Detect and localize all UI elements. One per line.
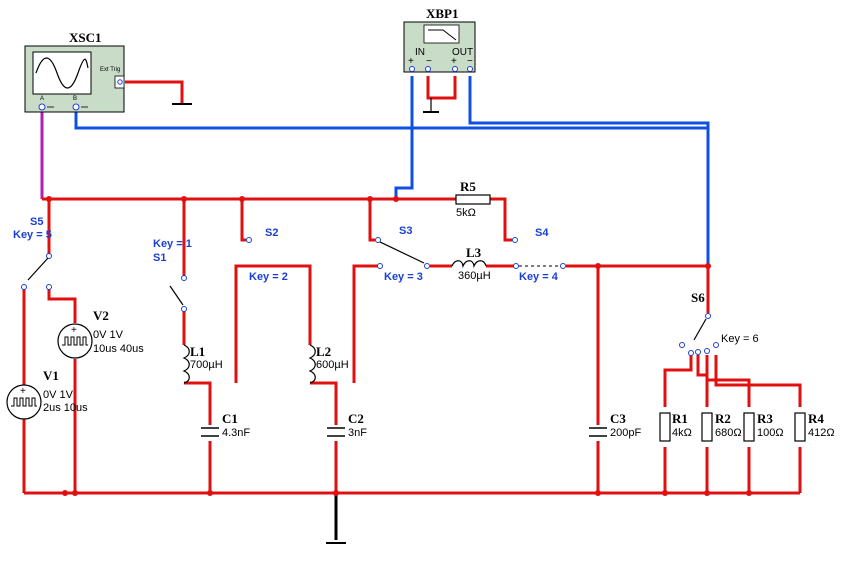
- l2-name: L2: [316, 344, 331, 359]
- circuit-wires: [22, 76, 802, 495]
- c2-name: C2: [348, 411, 364, 426]
- c1-name: C1: [222, 411, 238, 426]
- ext-trig-terminal[interactable]: [117, 79, 123, 85]
- v2-timing: 10us 40us: [93, 343, 144, 355]
- lowpass-curve-icon: [428, 29, 457, 41]
- svg-text:−: −: [467, 56, 473, 67]
- s5-key: Key = 5: [13, 229, 52, 241]
- inductor-l3[interactable]: L3 360µH: [451, 245, 491, 282]
- s4-name: S4: [535, 227, 549, 239]
- l3-value: 360µH: [458, 270, 491, 282]
- r4-name: R4: [808, 411, 824, 426]
- pulse-icon: [62, 336, 88, 346]
- svg-text:+: +: [20, 386, 26, 397]
- inductor-l2[interactable]: L2 600µH: [308, 344, 349, 384]
- capacitor-c3[interactable]: C3 200pF: [589, 411, 641, 439]
- switch-s6[interactable]: S6 Key = 6: [679, 290, 759, 356]
- r2-name: R2: [715, 411, 731, 426]
- resistor-r1[interactable]: R1 4kΩ: [659, 411, 692, 442]
- inductor-l1[interactable]: L1 700µH: [182, 344, 223, 384]
- ext-trig-label: Ext Trig: [100, 67, 120, 73]
- source-v1[interactable]: + V1 0V 1V 2us 10us: [6, 368, 88, 420]
- s3-key: Key = 3: [384, 271, 423, 283]
- resistor-r5[interactable]: R5 5kΩ: [455, 179, 491, 219]
- v1-timing: 2us 10us: [43, 402, 88, 414]
- resistor-r3[interactable]: R3 100Ω: [743, 411, 784, 442]
- junctions: [46, 196, 752, 496]
- svg-text:+: +: [451, 56, 457, 67]
- svg-text:+: +: [408, 56, 414, 67]
- c3-value: 200pF: [610, 427, 641, 439]
- bode-in-minus-terminal[interactable]: [425, 66, 431, 72]
- switch-s3[interactable]: S3 Key = 3: [375, 225, 430, 283]
- s6-name: S6: [691, 290, 705, 305]
- bode-in-label: IN: [415, 47, 425, 58]
- resistor-r2[interactable]: R2 680Ω: [701, 411, 742, 442]
- s3-name: S3: [399, 225, 412, 237]
- l1-name: L1: [190, 344, 205, 359]
- channel-b-terminal[interactable]: [72, 103, 80, 111]
- l1-value: 700µH: [190, 359, 223, 371]
- source-v2[interactable]: + V2 0V 1V 10us 40us: [57, 308, 144, 359]
- main-ground: [326, 493, 346, 544]
- oscilloscope-label: XSC1: [69, 30, 102, 45]
- r4-value: 412Ω: [808, 427, 835, 439]
- s5-name: S5: [30, 216, 43, 228]
- v2-name: V2: [93, 308, 109, 323]
- capacitor-c1[interactable]: C1 4.3nF: [201, 411, 250, 439]
- s1-name: S1: [153, 252, 166, 264]
- channel-b-label: B: [73, 96, 77, 102]
- bode-out-minus-terminal[interactable]: [467, 66, 473, 72]
- bode-out-label: OUT: [452, 47, 473, 58]
- capacitor-c2[interactable]: C2 3nF: [327, 411, 367, 439]
- l3-name: L3: [466, 245, 482, 260]
- s4-key: Key = 4: [519, 271, 559, 283]
- r1-value: 4kΩ: [672, 427, 692, 439]
- s6-key: Key = 6: [721, 333, 759, 345]
- c2-value: 3nF: [348, 427, 367, 439]
- oscilloscope-xsc1[interactable]: XSC1 Ext Trig A B: [24, 30, 125, 113]
- channel-a-label: A: [40, 96, 44, 102]
- svg-text:+: +: [71, 325, 77, 336]
- s2-name: S2: [265, 227, 278, 239]
- r5-value: 5kΩ: [456, 207, 476, 219]
- switch-s5[interactable]: S5 Key = 5: [13, 216, 52, 290]
- l2-value: 600µH: [316, 359, 349, 371]
- v1-levels: 0V 1V: [43, 389, 74, 401]
- v1-name: V1: [43, 368, 59, 383]
- scope-screen: [32, 51, 92, 95]
- v2-levels: 0V 1V: [93, 329, 124, 341]
- switch-s4[interactable]: S4 Key = 4: [512, 227, 566, 283]
- bode-ground: [423, 98, 439, 113]
- r2-value: 680Ω: [715, 427, 742, 439]
- r3-value: 100Ω: [757, 427, 784, 439]
- switch-s2[interactable]: S2 Key = 2: [246, 227, 288, 283]
- r1-name: R1: [672, 411, 688, 426]
- resistor-r4[interactable]: R4 412Ω: [794, 411, 835, 442]
- channel-a-terminal[interactable]: [38, 103, 46, 111]
- r3-name: R3: [757, 411, 773, 426]
- bode-plotter-xbp1[interactable]: XBP1 IN OUT + − + −: [403, 6, 476, 73]
- bode-out-plus-terminal[interactable]: [452, 66, 458, 72]
- pulse-icon: [11, 397, 37, 407]
- s2-key: Key = 2: [249, 271, 288, 283]
- bode-plotter-label: XBP1: [426, 6, 459, 21]
- sine-wave-icon: [35, 57, 89, 89]
- c1-value: 4.3nF: [222, 427, 250, 439]
- probe-wires: [74, 76, 710, 266]
- bode-in-plus-terminal[interactable]: [409, 66, 415, 72]
- c3-name: C3: [610, 411, 626, 426]
- s1-key: Key = 1: [153, 238, 192, 250]
- svg-text:−: −: [426, 56, 432, 67]
- switch-s1[interactable]: Key = 1 S1: [153, 238, 192, 312]
- r5-name: R5: [460, 179, 476, 194]
- bode-screen: [423, 24, 460, 44]
